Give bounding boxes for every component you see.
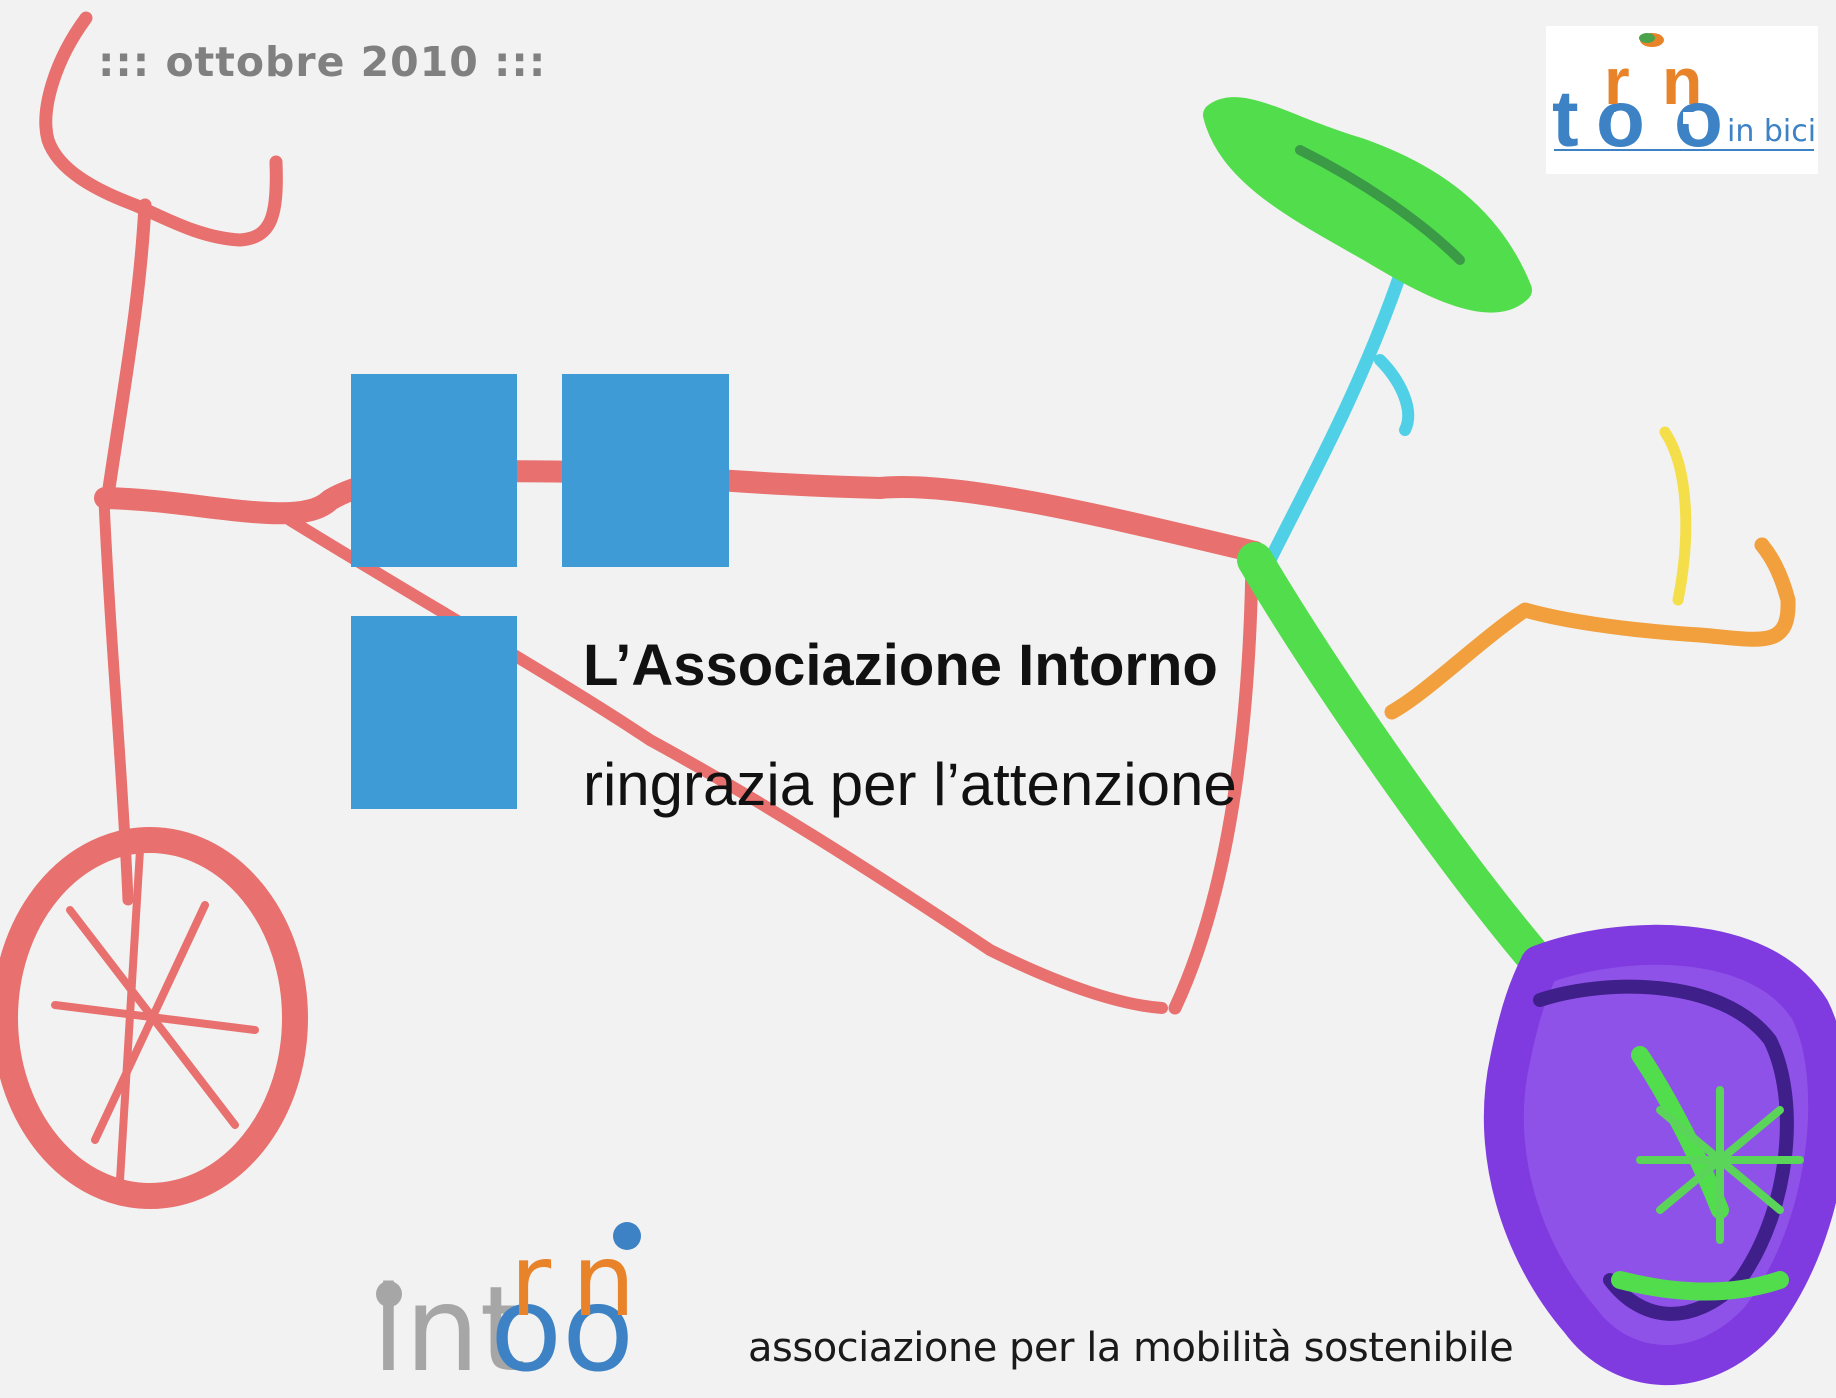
svg-text:int: int <box>372 1260 526 1380</box>
svg-text:t: t <box>1552 74 1579 163</box>
svg-text:r: r <box>510 1222 552 1339</box>
torino-in-bici-logo: t o r n o <box>1546 26 1818 174</box>
blue-square-top-right <box>562 374 729 567</box>
torino-logo-icon: t o r n o <box>1552 33 1814 163</box>
blue-square-bottom-left <box>351 616 517 809</box>
svg-text:o: o <box>1674 74 1723 163</box>
blue-square-top-left <box>351 374 517 567</box>
svg-text:r: r <box>1604 44 1630 118</box>
intorno-logo: int o o r n <box>372 1222 641 1380</box>
slide-title: L’Associazione Intorno <box>583 633 1218 698</box>
svg-text:n: n <box>1662 44 1702 118</box>
tagline: associazione per la mobilità sostenibile <box>748 1325 1514 1371</box>
torino-logo-suffix: in bici <box>1727 114 1817 149</box>
svg-text:o: o <box>562 1260 634 1380</box>
svg-text:o: o <box>490 1260 562 1380</box>
slide-subtitle: ringrazia per l’attenzione <box>583 751 1237 818</box>
date-label: ::: ottobre 2010 ::: <box>98 38 547 86</box>
